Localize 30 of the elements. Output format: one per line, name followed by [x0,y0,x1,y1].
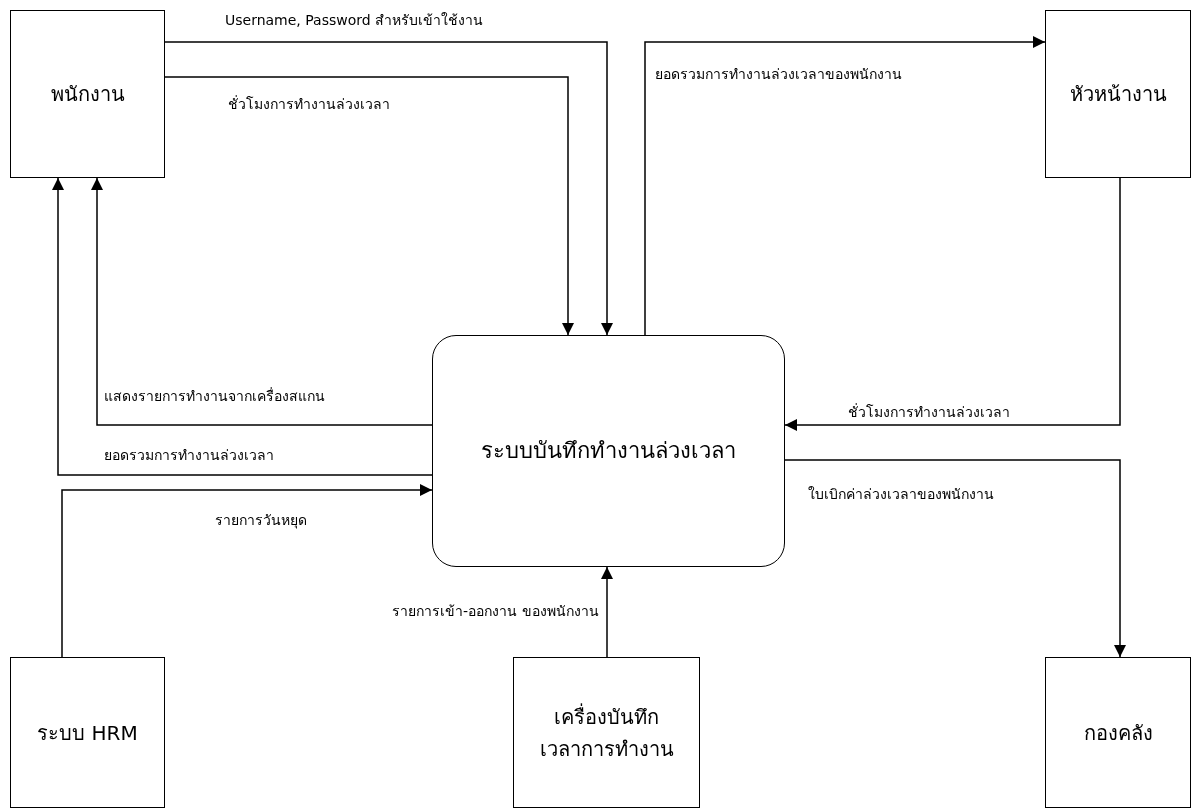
process-box [432,335,785,567]
arrow [644,36,1046,336]
edge-label: ชั่วโมงการทำงานล่วงเวลา [228,94,390,114]
node-label: กองคลัง [1083,719,1153,747]
arrow [601,566,613,658]
node-label: พนักงาน [50,81,125,108]
arrow [61,484,433,658]
entity-box [513,657,700,808]
arrow [164,76,574,336]
node-label: ระบบ HRM [37,719,138,747]
arrow [784,459,1126,658]
node-label: ระบบบันทึกทำงานล่วงเวลา [481,437,736,466]
edge-label: ชั่วโมงการทำงานล่วงเวลา [848,402,1010,422]
node-label: เครื่องบันทึก เวลาการทำงาน [539,702,674,763]
arrow [91,177,433,426]
arrow [784,177,1121,431]
edge-label: แสดงรายการทำงานจากเครื่องสแกน [104,386,325,406]
entity-box [10,657,165,808]
edge-label: รายการวันหยุด [215,511,307,531]
entity-box [1045,657,1191,808]
edge-label: ใบเบิกค่าล่วงเวลาของพนักงาน [808,485,994,504]
entity-box [10,10,165,178]
entity-box [1045,10,1191,178]
edge-label: Username, Password สำหรับเข้าใช้งาน [225,11,484,30]
node-label: หัวหน้างาน [1069,81,1167,108]
edge-label: ยอดรวมการทำงานล่วงเวลาของพนักงาน [655,65,902,84]
arrow [164,41,613,336]
arrow [52,177,433,476]
edge-label: ยอดรวมการทำงานล่วงเวลา [104,446,274,465]
edge-label: รายการเข้า-ออกงาน ของพนักงาน [392,602,599,621]
